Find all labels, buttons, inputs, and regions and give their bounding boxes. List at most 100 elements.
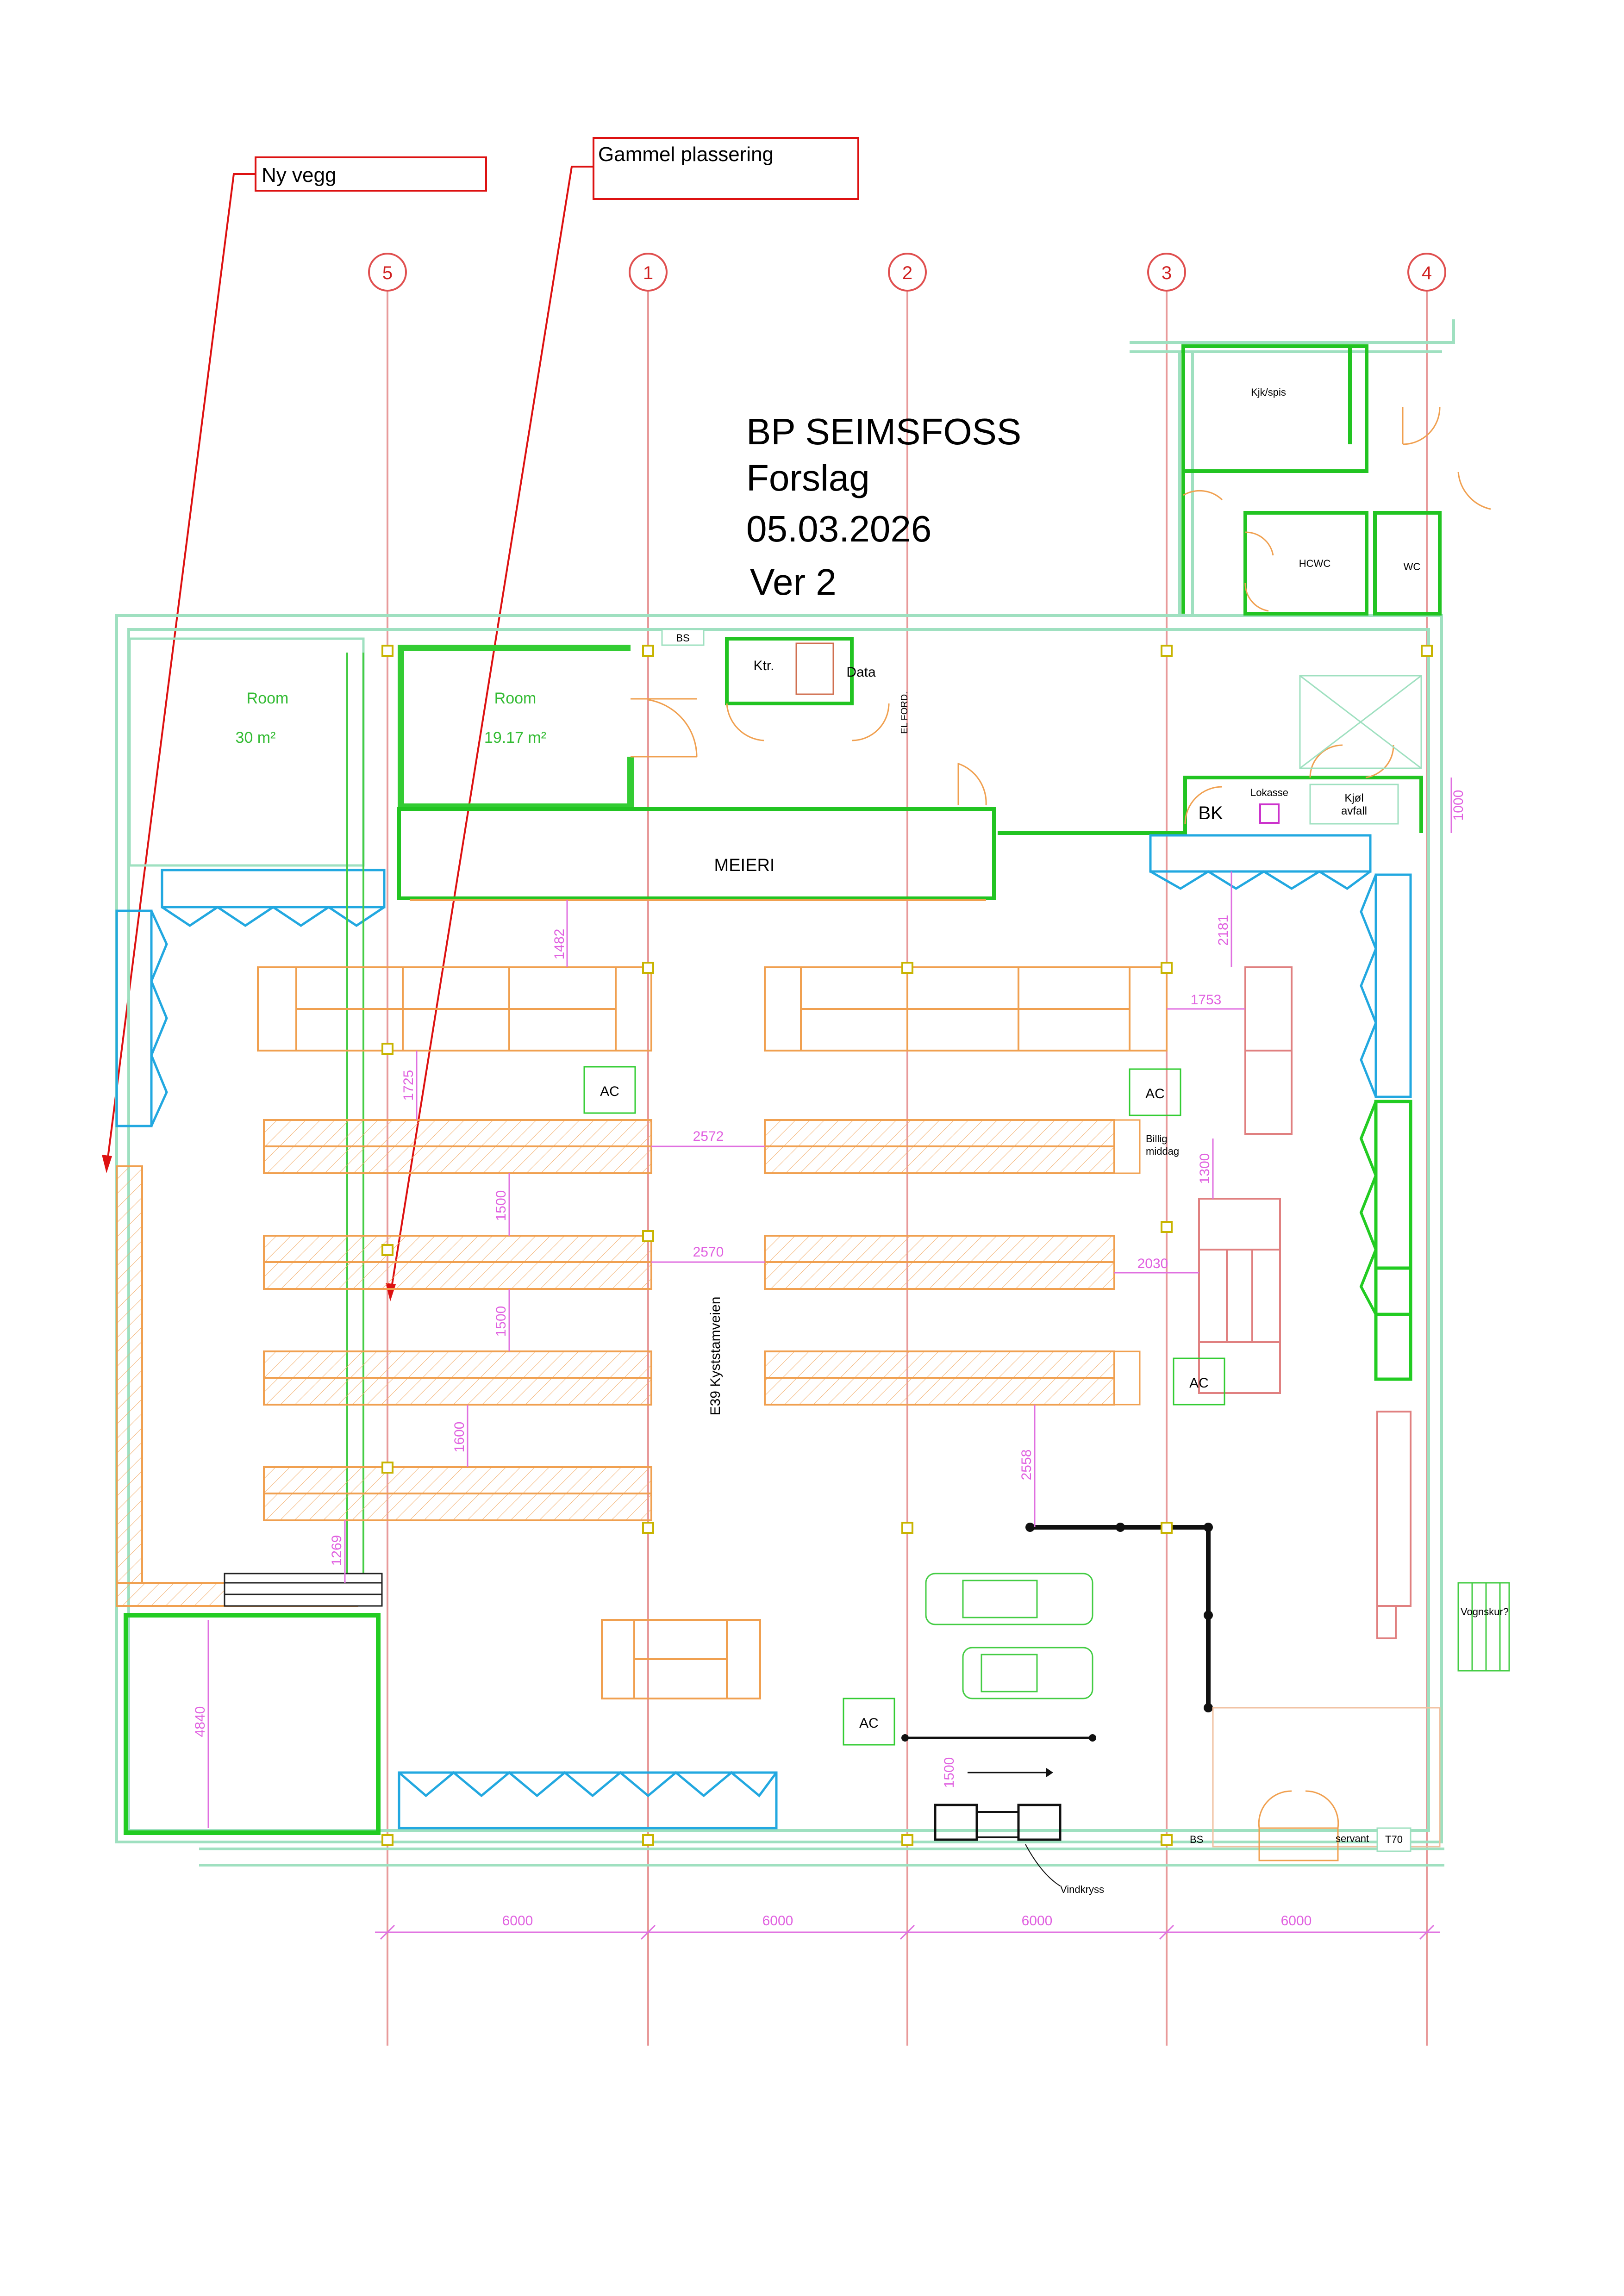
- vindkryss-label: Vindkryss: [1060, 1884, 1104, 1895]
- shelving-plain: [257, 966, 1168, 1699]
- room-el-ford: EL FORD.: [899, 691, 910, 734]
- door: [631, 698, 698, 758]
- room-30m2: [128, 637, 365, 867]
- dimension-lines: [207, 778, 1452, 1828]
- register-row: [224, 1573, 383, 1607]
- bs-top-label: BS: [676, 632, 689, 644]
- office-block: [725, 637, 854, 705]
- room-lokasse: Lokasse: [1250, 787, 1288, 798]
- servant-label: servant: [1336, 1833, 1369, 1844]
- room-data: Data: [846, 665, 876, 680]
- carwash-machines: [901, 1734, 1096, 1841]
- building-outline: [115, 319, 1455, 1867]
- bk-wall: [998, 776, 1423, 835]
- arrowhead: [102, 1155, 112, 1173]
- grid-axis-label: 1: [643, 263, 653, 283]
- vognskur-label: Vognskur?: [1461, 1606, 1509, 1618]
- road-label: E39 Kyststamveien: [708, 1297, 723, 1416]
- ac-label: AC: [1189, 1375, 1209, 1391]
- grid-dimension-label: 6000: [762, 1913, 793, 1929]
- dimension-label: 1000: [1451, 790, 1466, 821]
- columns: [381, 645, 1433, 1846]
- room-19m2-wall: [398, 645, 634, 810]
- ac-units: [583, 1066, 1225, 1746]
- grid-dimension-line: [375, 1924, 1440, 1940]
- meieri-label: MEIERI: [714, 856, 775, 875]
- dimension-label: 2572: [693, 1129, 724, 1144]
- callout-box-old-location: [593, 137, 859, 200]
- chair: [795, 642, 834, 695]
- room-ktr: Ktr.: [753, 658, 774, 673]
- room-wc: WC: [1404, 561, 1421, 572]
- dimension-label: 1725: [401, 1070, 416, 1101]
- grid-axis-label: 5: [382, 263, 393, 283]
- plan-date: 05.03.2026: [746, 508, 931, 549]
- callout-new-wall: Ny vegg: [262, 164, 336, 187]
- t70-label: T70: [1385, 1834, 1403, 1845]
- room-kitchen: Kjk/spis: [1251, 386, 1286, 398]
- room-bk: BK: [1198, 803, 1223, 823]
- room-19m2-area: 19.17 m²: [484, 729, 546, 747]
- dimension-label: 1500: [942, 1757, 957, 1788]
- grid-axis-label: 3: [1162, 263, 1172, 283]
- dimension-label: 1482: [552, 929, 567, 960]
- dimension-label: 1300: [1197, 1153, 1212, 1184]
- room-hcwc: HCWC: [1299, 558, 1331, 569]
- coolers: [115, 834, 1412, 1829]
- dimension-label: 2570: [693, 1244, 724, 1260]
- room-kjol: Kjøl: [1344, 792, 1363, 804]
- dimension-label: 2181: [1216, 915, 1231, 946]
- door: [1184, 744, 1394, 824]
- entry-area: [1212, 1707, 1441, 1848]
- meieri-box: [397, 807, 996, 900]
- door: [957, 762, 987, 806]
- plan-subtitle: Forslag: [746, 457, 870, 498]
- grid-axis-bubbles: [368, 253, 1446, 292]
- middag-label: middag: [1146, 1145, 1179, 1157]
- grid-dimension-label: 6000: [1022, 1913, 1053, 1929]
- vindkryss-leader: [1025, 1844, 1061, 1886]
- barrier-posts: [1025, 1523, 1213, 1712]
- shelving-hatched: [263, 1119, 1115, 1521]
- dimension-label: 1500: [493, 1190, 509, 1221]
- grid-dimension-label: 6000: [502, 1913, 533, 1929]
- plan-title: BP SEIMSFOSS: [746, 411, 1021, 452]
- barrier-line: [1030, 1525, 1211, 1708]
- dimension-label: 2558: [1019, 1450, 1034, 1481]
- end-cap: [1113, 1350, 1141, 1406]
- sink: [1259, 803, 1280, 824]
- callout-arrow-new-wall: [106, 173, 256, 1169]
- callout-arrow-old-location: [389, 166, 593, 1296]
- shaft-cross: [1299, 675, 1422, 769]
- bs-bottom-label: BS: [1190, 1834, 1203, 1845]
- shaft: [1299, 675, 1422, 769]
- servant-sink: [1258, 1827, 1339, 1861]
- door: [1258, 1790, 1339, 1829]
- door: [726, 703, 890, 741]
- left-counter: [116, 1165, 143, 1584]
- dimension-label: 1269: [329, 1535, 344, 1566]
- ac-label: AC: [1145, 1086, 1165, 1101]
- bs-box: [661, 628, 705, 646]
- cold-room: [1309, 784, 1399, 825]
- callout-old-location: Gammel plassering: [598, 143, 774, 166]
- vognskur: [1457, 1582, 1510, 1672]
- cabinets: [1198, 966, 1412, 1639]
- annex-rooms: [1181, 344, 1491, 616]
- ac-label: AC: [859, 1716, 879, 1731]
- t70-box: [1376, 1827, 1412, 1852]
- billig-label: Billig: [1146, 1133, 1167, 1145]
- bottom-left-room: [124, 1613, 381, 1835]
- grid-axis-label: 2: [902, 263, 912, 283]
- equipment-sketches: [925, 1573, 1093, 1699]
- grid-dimension-label: 6000: [1281, 1913, 1312, 1929]
- ac-label: AC: [600, 1084, 619, 1099]
- plan-version: Ver 2: [750, 561, 837, 603]
- grid-axis-label: 4: [1422, 263, 1432, 283]
- hatch-dividers: [264, 1145, 1114, 1494]
- dimension-label: 1753: [1191, 992, 1222, 1008]
- end-cap: [1113, 1119, 1141, 1174]
- room-19m2-name: Room: [494, 690, 537, 707]
- room-30m2-area: 30 m²: [236, 729, 276, 747]
